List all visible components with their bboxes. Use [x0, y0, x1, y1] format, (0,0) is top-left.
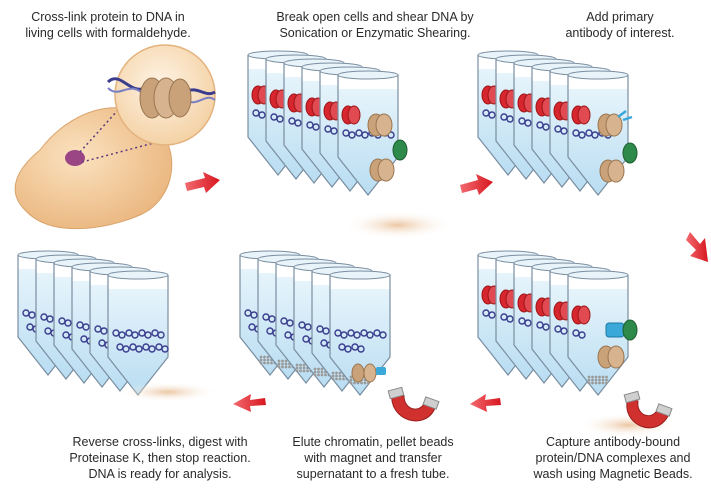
magnetic-bead [314, 374, 317, 377]
protein-green [393, 140, 407, 160]
magnetic-bead [299, 364, 302, 367]
magnetic-bead [605, 376, 608, 379]
magnetic-bead [598, 379, 601, 382]
magnetic-bead [591, 379, 594, 382]
arrow-step1-to-2 [185, 172, 220, 193]
magnetic-bead [321, 374, 324, 377]
magnetic-bead [321, 371, 324, 374]
magnetic-bead [602, 379, 605, 382]
magnetic-bead [335, 372, 338, 375]
magnetic-bead [263, 362, 266, 365]
magnetic-bead [296, 367, 299, 370]
magnetic-bead [335, 378, 338, 381]
magnetic-bead [588, 382, 591, 385]
magnetic-bead [296, 364, 299, 367]
magnetic-bead [267, 359, 270, 362]
magnetic-bead [605, 379, 608, 382]
magnetic-bead [285, 363, 288, 366]
magnetic-bead [317, 371, 320, 374]
magnetic-bead [267, 362, 270, 365]
magnetic-bead [303, 370, 306, 373]
magnetic-bead [299, 370, 302, 373]
magnetic-bead [267, 356, 270, 359]
magnetic-bead [321, 368, 324, 371]
magnetic-bead [332, 378, 335, 381]
magnetic-bead [285, 360, 288, 363]
magnetic-bead [314, 371, 317, 374]
magnetic-bead [339, 375, 342, 378]
magnetic-bead [303, 364, 306, 367]
magnetic-bead [324, 374, 327, 377]
magnetic-bead [317, 374, 320, 377]
magnetic-bead [353, 382, 356, 385]
magnetic-bead [288, 366, 291, 369]
magnetic-bead [263, 359, 266, 362]
magnetic-bead [260, 356, 263, 359]
magnetic-bead [296, 370, 299, 373]
magnetic-bead [350, 379, 353, 382]
magnetic-bead [332, 372, 335, 375]
magnet-step5 [388, 387, 439, 421]
magnetic-bead [339, 378, 342, 381]
magnetic-bead [591, 382, 594, 385]
magnetic-bead [278, 366, 281, 369]
magnetic-bead [260, 359, 263, 362]
magnetic-bead [602, 376, 605, 379]
magnetic-bead [317, 368, 320, 371]
antibody [606, 323, 624, 337]
magnetic-bead [339, 372, 342, 375]
magnetic-bead [602, 382, 605, 385]
magnetic-bead [278, 360, 281, 363]
magnetic-bead [595, 379, 598, 382]
magnetic-bead [281, 366, 284, 369]
nucleus [65, 150, 85, 166]
arrow-step4-to-5 [470, 394, 501, 412]
magnetic-bead [342, 378, 345, 381]
magnetic-bead [598, 376, 601, 379]
arrow-step2-to-3 [460, 174, 493, 195]
magnetic-bead [591, 376, 594, 379]
magnetic-bead [588, 376, 591, 379]
magnetic-bead [303, 367, 306, 370]
magnetic-bead [306, 370, 309, 373]
magnetic-bead [595, 382, 598, 385]
magnetic-bead [605, 382, 608, 385]
magnetic-bead [281, 360, 284, 363]
magnetic-bead [278, 363, 281, 366]
magnetic-bead [314, 368, 317, 371]
magnetic-bead [263, 356, 266, 359]
arrow-step5-to-6 [233, 394, 266, 412]
magnetic-bead [598, 382, 601, 385]
magnetic-bead [588, 379, 591, 382]
magnetic-bead [332, 375, 335, 378]
magnetic-bead [360, 382, 363, 385]
magnetic-bead [364, 382, 367, 385]
arrow-step3-to-4 [686, 232, 708, 262]
magnetic-bead [335, 375, 338, 378]
living-cell [15, 45, 215, 229]
magnetic-bead [270, 362, 273, 365]
magnetic-bead [350, 382, 353, 385]
magnetic-bead [260, 362, 263, 365]
magnetic-bead [281, 363, 284, 366]
magnetic-bead [285, 366, 288, 369]
histone [352, 364, 364, 382]
magnetic-bead [595, 376, 598, 379]
magnetic-bead [299, 367, 302, 370]
